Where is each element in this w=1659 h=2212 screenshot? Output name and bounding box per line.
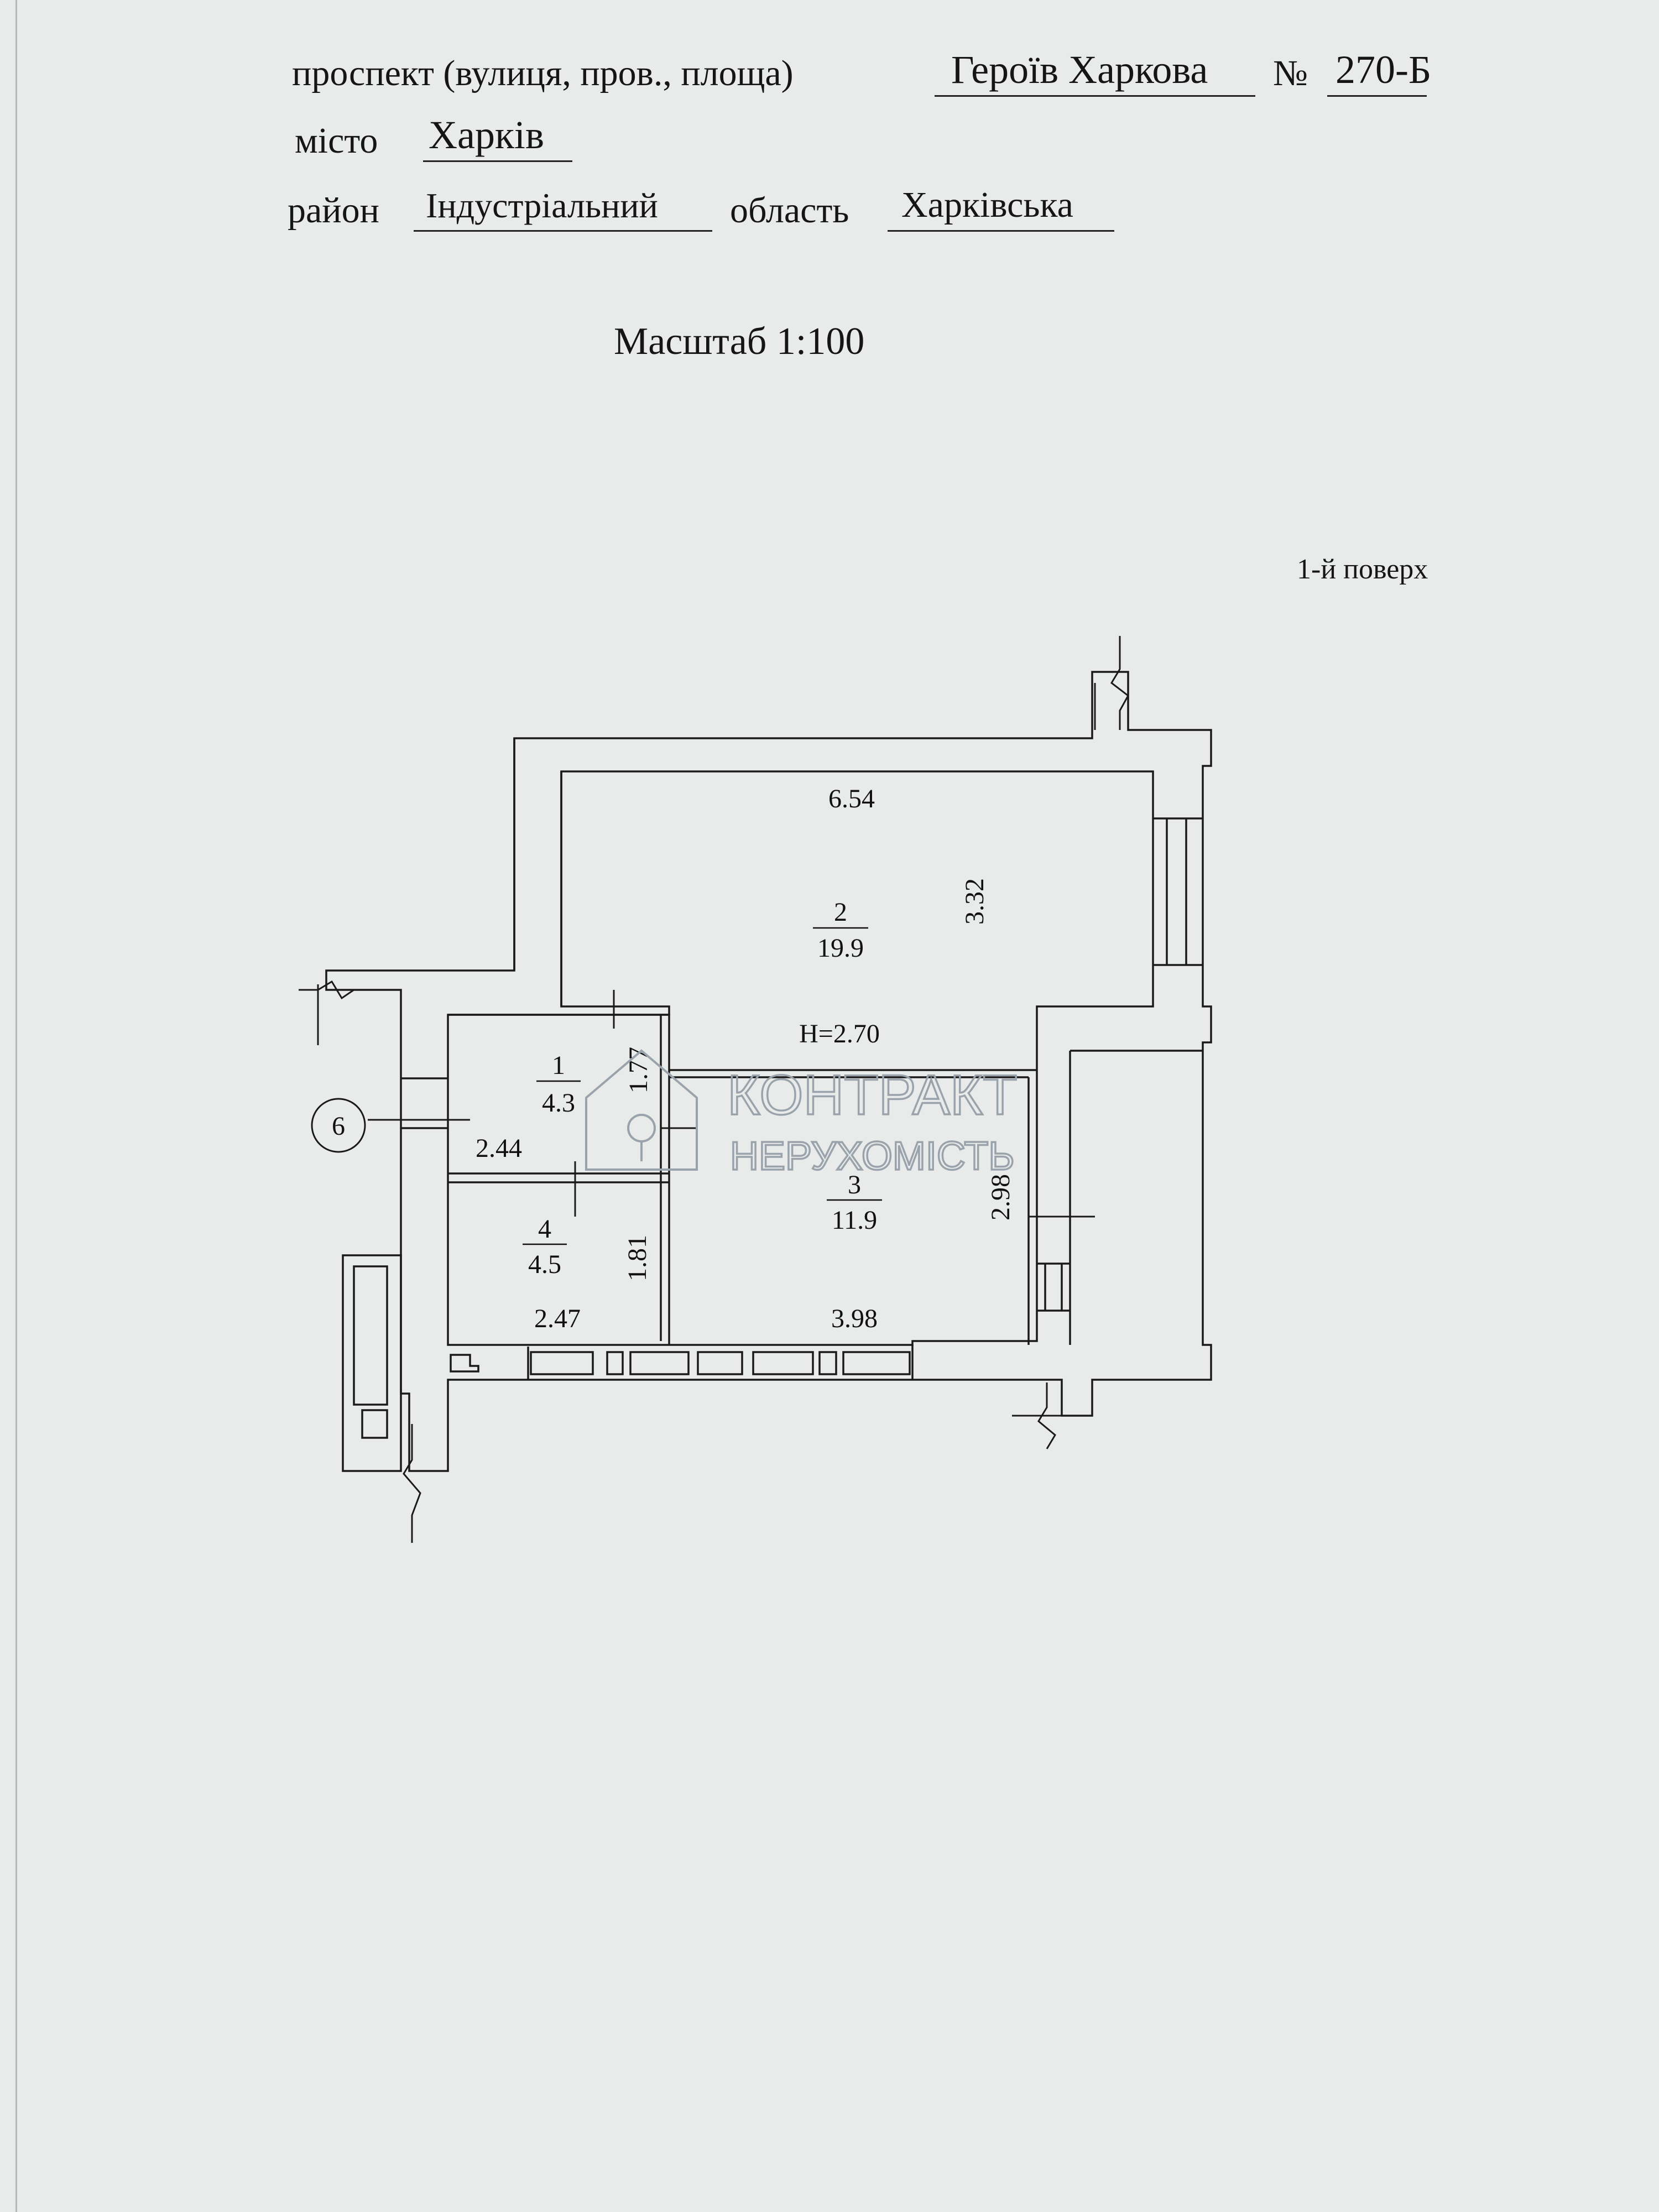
plan-walls [325,671,1212,1472]
scale-title: Масштаб 1:100 [614,320,865,363]
dim-room4-depth: 1.81 [623,1235,652,1281]
ceiling-height: H=2.70 [799,1019,880,1048]
room-4-number: 4 [538,1214,551,1244]
region-label: область [730,190,849,231]
agency-watermark: КОНТРАКТ НЕРУХОМІСТЬ [585,1049,1018,1180]
district-label: район [288,190,379,231]
region-underline [888,230,1114,232]
number-label: № [1273,53,1308,93]
axis-marker-label: 6 [332,1112,345,1141]
region-value: Харківська [901,185,1073,225]
dimension-labels: 6.54 3.32 2.44 1.77 3.98 2.98 2.47 1.81 [476,784,1015,1333]
number-value: 270-Б [1335,48,1432,92]
district-value: Індустріальний [426,186,658,225]
room-labels: 2 19.9 1 4.3 3 11.9 4 4.5 H=2.70 [523,898,882,1279]
dimension-ticks [368,990,1095,1218]
dim-room4-width: 2.47 [534,1304,581,1333]
street-value: Героїв Харкова [951,48,1208,92]
room-2-area: 19.9 [817,933,864,963]
district-underline [414,230,712,232]
city-label: місто [295,121,378,161]
dim-room3-width: 3.98 [831,1304,878,1333]
city-value: Харків [429,113,544,157]
dim-room3-depth: 2.98 [986,1174,1015,1220]
dim-room2-width: 6.54 [828,784,875,813]
watermark-line2: НЕРУХОМІСТЬ [730,1134,1015,1178]
room-4-area: 4.5 [528,1250,561,1279]
street-label: проспект (вулиця, пров., площа) [292,53,794,93]
room-2-number: 2 [834,898,847,927]
binding-edge [15,0,17,2212]
break-lines [299,636,1129,1543]
street-underline [935,95,1255,97]
dim-room2-depth: 3.32 [960,878,989,925]
room-3-area: 11.9 [832,1206,877,1235]
dim-room1-width: 2.44 [476,1134,522,1163]
axis-marker: 6 [311,1098,366,1153]
watermark-line1: КОНТРАКТ [727,1063,1018,1126]
floor-label: 1-й поверх [1297,554,1428,585]
city-underline [423,160,572,162]
room-1-area: 4.3 [542,1088,575,1118]
room-1-number: 1 [552,1051,565,1080]
room-3-number: 3 [848,1170,861,1199]
number-underline [1327,95,1427,97]
